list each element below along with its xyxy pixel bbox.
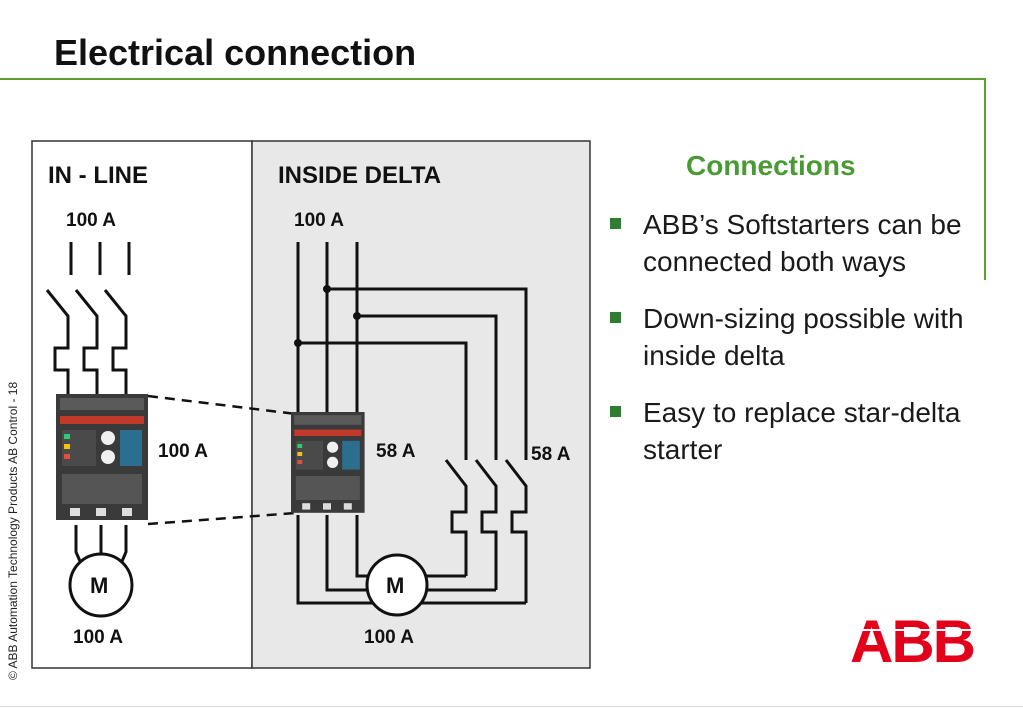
bullet-item: ABB’s Softstarters can be connected both… bbox=[610, 206, 990, 280]
inline-heading: IN - LINE bbox=[48, 162, 148, 189]
slide-title: Electrical connection bbox=[54, 32, 417, 73]
bullet-text: Down-sizing possible with inside delta bbox=[643, 303, 964, 371]
inline-softstarter bbox=[56, 394, 148, 520]
inside-delta-heading: INSIDE DELTA bbox=[278, 162, 441, 189]
inside-delta-motor bbox=[365, 553, 429, 617]
bullet-item: Easy to replace star-delta starter bbox=[610, 394, 990, 468]
inline-motor-current: 100 A bbox=[73, 627, 123, 648]
connections-title: Connections bbox=[686, 150, 856, 181]
abb-logo: ABB bbox=[850, 608, 974, 675]
inline-supply-current: 100 A bbox=[66, 210, 116, 231]
bottom-rule bbox=[0, 706, 1023, 707]
inline-motor bbox=[68, 552, 134, 618]
inside-delta-wiring bbox=[147, 242, 528, 605]
inside-delta-contactor-current: 58 A bbox=[531, 444, 571, 465]
inside-delta-motor-label: M bbox=[386, 573, 404, 598]
bullet-text: Easy to replace star-delta starter bbox=[643, 397, 961, 465]
inside-delta-softstarter bbox=[291, 412, 365, 513]
top-rule bbox=[0, 78, 986, 80]
inside-delta-softstarter-current: 58 A bbox=[376, 441, 416, 462]
bullet-square-icon bbox=[610, 218, 621, 229]
right-rule bbox=[984, 78, 986, 280]
inline-softstarter-current: 100 A bbox=[158, 441, 208, 462]
bullet-square-icon bbox=[610, 406, 621, 417]
inside-delta-supply-current: 100 A bbox=[294, 210, 344, 231]
inline-motor-label: M bbox=[90, 573, 108, 598]
connections-list: ABB’s Softstarters can be connected both… bbox=[610, 206, 990, 488]
bullet-square-icon bbox=[610, 312, 621, 323]
bullet-text: ABB’s Softstarters can be connected both… bbox=[643, 209, 962, 277]
bullet-item: Down-sizing possible with inside delta bbox=[610, 300, 990, 374]
inside-delta-motor-current: 100 A bbox=[364, 627, 414, 648]
